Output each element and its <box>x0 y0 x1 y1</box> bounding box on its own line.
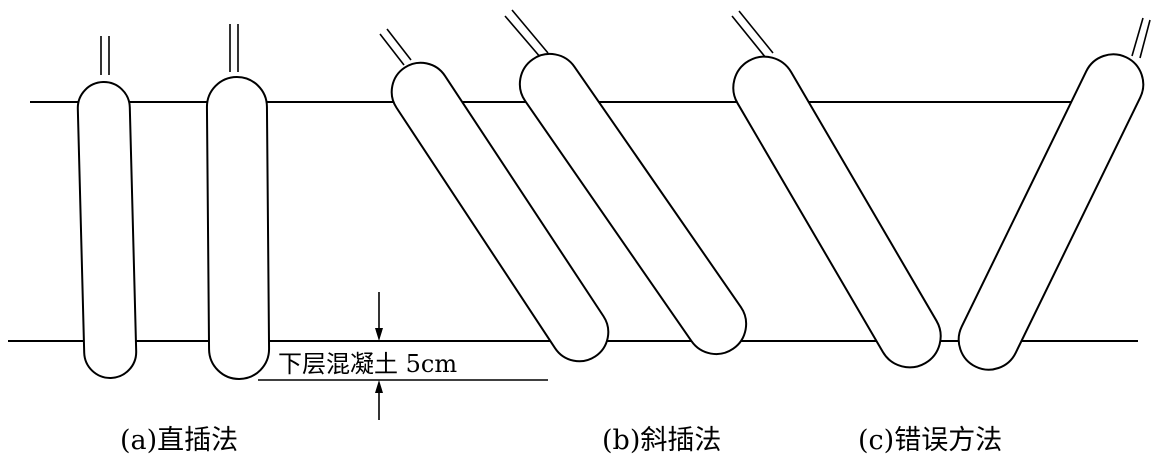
arrow-up-icon <box>375 380 383 393</box>
vibrator-b1 <box>379 28 610 363</box>
arrow-down-icon <box>375 328 383 341</box>
vibrator-c1 <box>731 10 942 369</box>
vibrator-b2 <box>504 9 748 356</box>
caption-a: (a)直插法 <box>120 425 239 456</box>
caption-c: (c)错误方法 <box>858 425 1003 456</box>
vibrator-a1 <box>76 36 138 379</box>
caption-b: (b)斜插法 <box>602 425 722 456</box>
vibrator-a2 <box>205 24 271 380</box>
dimension-marker <box>258 292 548 420</box>
vibrator-c2 <box>957 17 1151 371</box>
dimension-label: 下层混凝土 5cm <box>278 350 458 378</box>
